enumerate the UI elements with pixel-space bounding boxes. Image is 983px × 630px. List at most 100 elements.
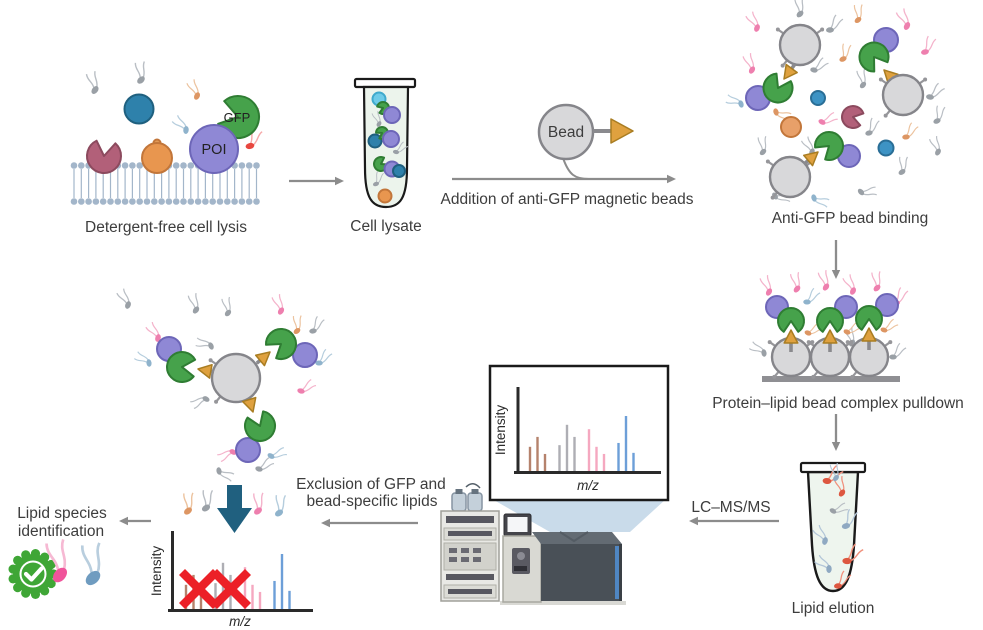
spectrum-peak xyxy=(573,436,576,471)
protein-icon xyxy=(367,133,383,149)
hplc-button xyxy=(473,548,481,553)
spectrum-peak xyxy=(624,416,628,471)
x-mark xyxy=(178,568,220,610)
lipid-icon xyxy=(187,292,200,314)
spectrum-peak xyxy=(617,442,620,471)
lipid-icon xyxy=(45,539,68,583)
panel-pulldown xyxy=(748,269,909,382)
lipid-icon xyxy=(898,156,909,175)
tube-cap xyxy=(353,77,417,89)
y-axis-label: Intensity xyxy=(493,405,508,456)
flow-arrow xyxy=(689,516,779,526)
instrument-base xyxy=(500,601,626,605)
bead-icon xyxy=(765,155,815,200)
ion-source-port xyxy=(517,552,525,560)
lipid-icon xyxy=(929,135,941,156)
lipid-icon xyxy=(255,457,275,472)
lipid-icon xyxy=(134,61,145,84)
ion-source-slot xyxy=(514,566,527,571)
protein-icon xyxy=(877,139,895,157)
hplc-button xyxy=(461,557,469,562)
lipid-icon xyxy=(116,288,131,309)
ms-top-seam xyxy=(559,531,589,543)
lipid-icon xyxy=(829,462,839,482)
gfp-icon xyxy=(244,410,276,442)
lipid-icon xyxy=(292,315,302,335)
lipid-icon xyxy=(274,494,287,517)
ms-edge xyxy=(619,544,622,601)
gfp-label: GFP xyxy=(224,110,251,125)
spectrum-peak xyxy=(558,445,561,471)
poi-icon xyxy=(383,106,401,124)
x-mark xyxy=(210,568,252,610)
protein-icon xyxy=(392,164,406,178)
lipid-icon xyxy=(725,94,744,108)
lipid-icon xyxy=(834,570,852,589)
lipid-icon xyxy=(748,341,767,357)
magnet-bar xyxy=(762,376,900,382)
protein-icon xyxy=(377,188,393,204)
gfp-icon xyxy=(855,305,883,331)
antibody-arrow-icon xyxy=(241,396,257,413)
check-icon xyxy=(23,566,44,582)
lipid-icon xyxy=(842,543,864,565)
lipid-icon xyxy=(810,57,829,73)
lipid-icon xyxy=(183,492,194,515)
lipid-icon xyxy=(853,4,863,24)
y-axis-label: Intensity xyxy=(149,546,164,597)
verified-check-badge-icon xyxy=(8,549,59,599)
lipid-icon xyxy=(817,269,830,291)
spectrum-peak xyxy=(528,446,532,471)
identification-result: Lipid species identification xyxy=(8,505,107,599)
x-axis-label: m/z xyxy=(577,478,599,493)
lipid-icon xyxy=(822,465,844,485)
panel-label-lipid-elution: Lipid elution xyxy=(792,600,875,617)
panel-cell-lysate: Cell lysate xyxy=(350,77,422,235)
eluted-lipids xyxy=(812,462,864,589)
lipid-icon xyxy=(216,467,235,482)
lipid-icon xyxy=(85,71,99,94)
lipid-icon xyxy=(271,294,285,315)
tube-body xyxy=(806,470,860,593)
lipid-icon xyxy=(921,35,937,55)
lipid-icon xyxy=(267,447,288,459)
flow-arrow xyxy=(289,176,344,186)
gfp-icon xyxy=(816,307,844,333)
protein-icon xyxy=(123,93,155,125)
lipid-icon xyxy=(829,502,849,514)
spectrum-peak xyxy=(632,452,635,471)
filtered-spectrum-plot: Intensity m/z xyxy=(149,531,313,629)
hplc-slot xyxy=(448,589,492,594)
lipid-icon xyxy=(80,542,101,586)
lcmsms-label: LC–MS/MS xyxy=(691,499,770,516)
exclusion-label-line1: Exclusion of GFP and xyxy=(296,476,446,493)
bottle-cap xyxy=(455,489,463,494)
panel-cell-lysis xyxy=(70,61,263,205)
lipid-icon xyxy=(186,79,201,100)
spectrum-peak xyxy=(536,436,539,471)
antibody-arrow-icon xyxy=(861,327,877,350)
spectrum-peak xyxy=(565,424,569,471)
poi-label: POI xyxy=(202,142,227,158)
lipid-icon xyxy=(926,82,945,100)
tubing xyxy=(465,483,481,489)
spectrum-peak xyxy=(273,580,276,609)
protein-icon xyxy=(86,139,122,174)
bead-addition: Bead Addition of anti-GFP magnetic beads xyxy=(440,103,694,208)
spectrum-peak xyxy=(595,446,598,471)
lipid-icon xyxy=(392,141,409,155)
panel-bead-binding xyxy=(725,0,946,208)
identified-lipid-icons xyxy=(45,539,101,586)
lipid-icon xyxy=(857,186,877,196)
lipid-icon xyxy=(803,287,821,305)
bead-label: Bead xyxy=(548,124,584,141)
antibody-arrow-icon xyxy=(197,363,215,379)
hplc-slot xyxy=(446,574,494,580)
hplc-button xyxy=(461,548,469,553)
poi-icon xyxy=(382,130,400,148)
hplc-module xyxy=(443,542,497,571)
hplc-button xyxy=(449,548,457,553)
bottle-cap xyxy=(471,489,479,494)
spectrum-peak xyxy=(602,453,606,471)
spectrum-peak xyxy=(258,591,262,609)
